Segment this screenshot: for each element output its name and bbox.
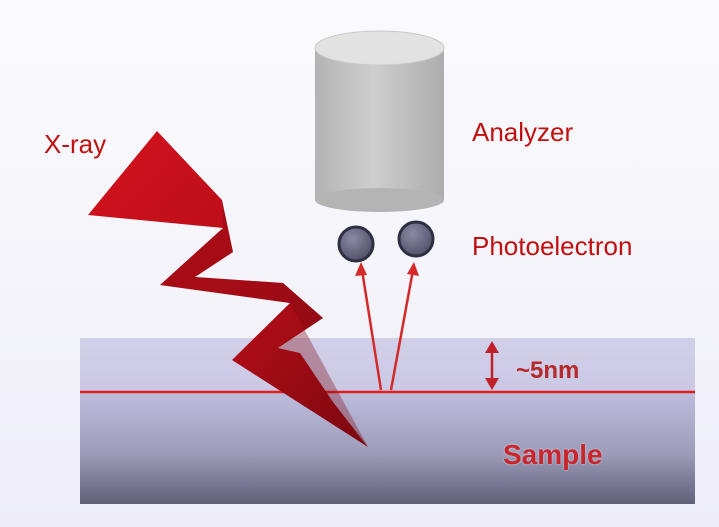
depth-marker: [485, 341, 499, 390]
xray-bolt: [88, 131, 368, 447]
photoelectron-left: [337, 225, 375, 263]
depth-label: ~5nm: [516, 357, 580, 384]
arrowhead-right: [407, 262, 419, 276]
sample-top-layer: [80, 338, 695, 392]
sample-label: Sample: [503, 439, 603, 470]
xray-label: X-ray: [44, 129, 107, 159]
photoelectron-right: [397, 220, 435, 258]
xray-bolt-shade: [160, 200, 368, 447]
arrowhead-left: [355, 262, 367, 276]
analyzer-cylinder: [314, 30, 445, 212]
photoelectron-label: Photoelectron: [472, 231, 633, 261]
photoelectron-paths: [360, 269, 415, 391]
analyzer-label: Analyzer: [472, 117, 574, 147]
